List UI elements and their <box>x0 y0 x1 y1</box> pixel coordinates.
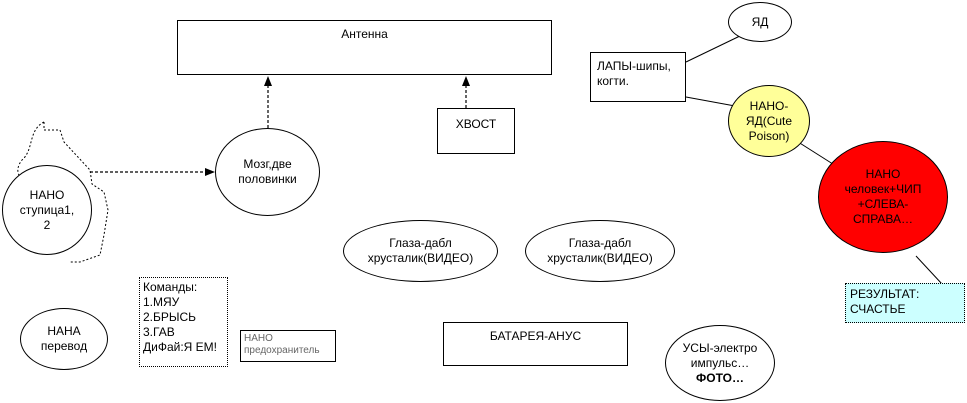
eyes-right-label: Глаза-дабл хрусталик(ВИДЕО) <box>547 236 653 265</box>
nano-fuse-label: НАНО предохранитель <box>244 333 320 356</box>
tail-box: ХВОСТ <box>437 108 515 154</box>
yad-label: ЯД <box>751 14 769 29</box>
nano-human-label: НАНО человек+ЧИП +СЛЕВА- СПРАВА… <box>844 167 922 226</box>
eyes-left-label: Глаза-дабл хрусталик(ВИДЕО) <box>367 236 474 265</box>
result-box: РЕЗУЛЬТАТ: СЧАСТЬЕ <box>845 283 965 323</box>
arrowhead-stupa-brain <box>205 168 215 176</box>
arrowhead-brain-antenna <box>264 76 272 86</box>
connector-human-result <box>915 255 943 285</box>
brain-label: Мозг,две половинки <box>238 157 297 186</box>
battery-box: БАТАРЕЯ-АНУС <box>443 322 628 366</box>
nano-stupa-node: НАНО ступица1, 2 <box>2 165 92 255</box>
battery-label: БАТАРЕЯ-АНУС <box>489 329 582 343</box>
result-label: РЕЗУЛЬТАТ: СЧАСТЬЕ <box>850 287 920 316</box>
paws-box: ЛАПЫ-шипы, когти. <box>590 52 686 102</box>
arrowhead-tail-antenna <box>462 76 470 86</box>
whiskers-node: УСЫ-электро импульс… ФОТО… <box>665 325 775 401</box>
eyes-left-node: Глаза-дабл хрусталик(ВИДЕО) <box>343 220 498 282</box>
brain-node: Мозг,две половинки <box>215 128 320 216</box>
nano-fuse-box: НАНО предохранитель <box>240 330 336 362</box>
nano-human-node: НАНО человек+ЧИП +СЛЕВА- СПРАВА… <box>818 141 948 253</box>
nano-stupa-label: НАНО ступица1, 2 <box>19 187 75 232</box>
paws-label: ЛАПЫ-шипы, когти. <box>597 59 671 88</box>
commands-box: Команды: 1.МЯУ 2.БРЫСЬ 3.ГАВ ДиФай:Я ЕМ! <box>139 277 228 367</box>
commands-label: Команды: 1.МЯУ 2.БРЫСЬ 3.ГАВ ДиФай:Я ЕМ! <box>143 280 217 354</box>
nana-translation-label: НАНА перевод <box>40 324 88 353</box>
yad-node: ЯД <box>728 2 792 42</box>
whiskers-photo-label: ФОТО… <box>696 370 744 385</box>
antenna-label: Антенна <box>341 27 388 41</box>
antenna-box: Антенна <box>177 20 552 75</box>
connector-yad-paws <box>685 34 743 63</box>
nana-translation-node: НАНА перевод <box>20 308 108 370</box>
connector-paws-poison <box>685 96 736 107</box>
whiskers-label: УСЫ-электро импульс… <box>682 340 758 370</box>
nano-poison-label: НАНО- ЯД(Cute Poison) <box>745 98 793 143</box>
tail-label: ХВОСТ <box>455 117 497 131</box>
nano-poison-node: НАНО- ЯД(Cute Poison) <box>728 85 810 157</box>
eyes-right-node: Глаза-дабл хрусталик(ВИДЕО) <box>525 220 675 282</box>
connector-poison-human <box>794 139 837 167</box>
